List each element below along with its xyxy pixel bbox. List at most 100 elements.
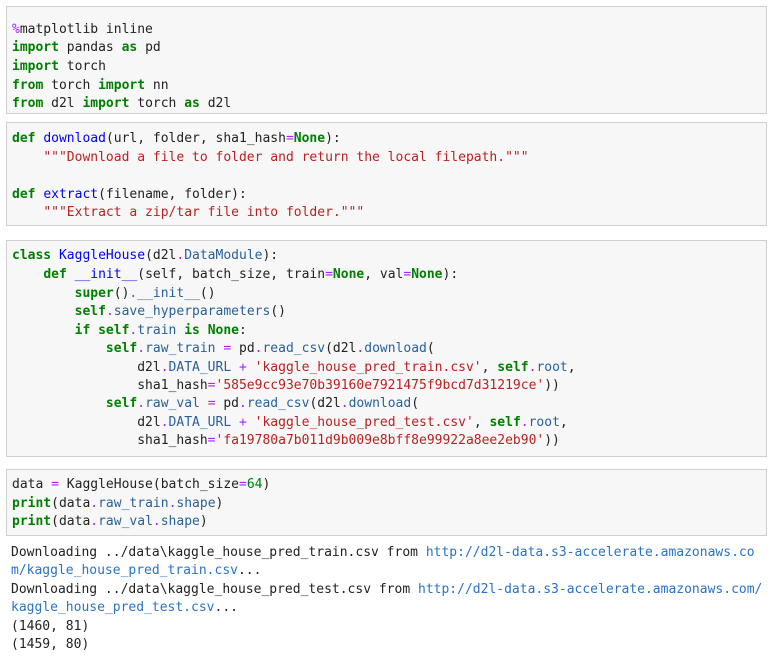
output-token: Downloading ../data\kaggle_house_pred_te… (11, 582, 418, 597)
output-token: (1459, 80) (11, 637, 90, 652)
code-token: . (520, 415, 529, 430)
code-token (12, 267, 43, 282)
code-token: from (12, 96, 44, 111)
code-token: as (184, 96, 200, 111)
code-token: : (239, 323, 247, 338)
url-link[interactable]: m/kaggle_house_pred_train.csv (11, 563, 238, 578)
code-token: is (184, 323, 200, 338)
code-token: pd (137, 40, 161, 55)
code-token: self (74, 304, 106, 319)
code-token: (data (51, 496, 91, 511)
output-line: (1460, 81) (11, 618, 89, 636)
code-token: if (74, 323, 91, 338)
output-token: Downloading ../data\kaggle_house_pred_tr… (11, 545, 426, 560)
code-token: (d2l (325, 341, 357, 356)
code-token: super (74, 286, 114, 301)
output-token: ... (237, 563, 262, 578)
code-token: d2l (12, 360, 161, 375)
code-token: () (270, 304, 286, 319)
code-token: import (82, 96, 130, 111)
code-token: print (12, 496, 52, 511)
code-cell-helpers[interactable]: def download(url, folder, sha1_hash=None… (6, 122, 767, 226)
code-token: () (113, 286, 130, 301)
code-token: . (90, 514, 99, 529)
code-token: read_csv (246, 396, 310, 411)
url-link[interactable]: kaggle_house_pred_test.csv (11, 600, 215, 615)
code-token: self (105, 341, 138, 356)
code-token: , (567, 360, 576, 375)
code-token: save_hyperparameters (113, 304, 271, 319)
code-token: self (497, 360, 529, 375)
code-token: ) (199, 514, 208, 529)
code-token: + (239, 360, 247, 375)
code-token: d2l (12, 415, 161, 430)
output-token: (1460, 81) (11, 619, 90, 634)
code-token: )) (544, 378, 560, 393)
code-token: DataModule (184, 248, 263, 263)
code-token (200, 396, 208, 411)
code-token: class (12, 248, 52, 263)
output-line: Downloading ../data\kaggle_house_pred_te… (11, 581, 762, 599)
code-token: (d2l (145, 248, 177, 263)
code-token: )) (544, 433, 560, 448)
code-token: pandas (58, 40, 122, 55)
code-token: sha1_hash (12, 378, 208, 393)
code-cell-load-data[interactable]: data = KaggleHouse(batch_size=64)print(d… (6, 469, 767, 536)
code-line: sha1_hash='fa19780a7b011d9b009e8bff8e999… (12, 432, 560, 450)
code-line: class KaggleHouse(d2l.DataModule): (12, 247, 278, 265)
code-token: = (51, 477, 59, 492)
code-token: KaggleHouse (58, 248, 146, 263)
code-token: , val (364, 267, 404, 282)
code-token: """Extract a zip/tar file into folder.""… (43, 205, 365, 220)
code-line: self.raw_val = pd.read_csv(d2l.download( (12, 395, 419, 413)
code-token: . (90, 496, 99, 511)
code-token: def (43, 267, 67, 282)
code-token: __init__ (74, 267, 138, 282)
code-line: data = KaggleHouse(batch_size=64) (12, 476, 270, 494)
url-link[interactable]: http://d2l-data.s3-accelerate.amazonaws.… (418, 582, 763, 597)
code-token: KaggleHouse(batch_size (58, 477, 239, 492)
code-token: download (364, 341, 427, 356)
code-token: None (411, 267, 443, 282)
code-token (12, 396, 106, 411)
code-token (231, 415, 239, 430)
code-token: ): (325, 131, 341, 146)
code-token: (data (51, 514, 91, 529)
code-token: , (473, 415, 490, 430)
code-token: def (12, 131, 36, 146)
code-token: = (207, 378, 216, 393)
code-token: . (137, 396, 146, 411)
code-token: root (528, 415, 560, 430)
code-token: . (137, 341, 146, 356)
code-line: d2l.DATA_URL + 'kaggle_house_pred_train.… (12, 359, 576, 377)
code-token: % (12, 22, 20, 37)
code-token: torch (58, 59, 106, 74)
code-token: . (168, 496, 177, 511)
code-line: def __init__(self, batch_size, train=Non… (12, 266, 458, 284)
output-line: Downloading ../data\kaggle_house_pred_tr… (11, 544, 755, 562)
code-line: if self.train is None: (12, 322, 247, 340)
code-token: = (207, 396, 216, 411)
code-token: import (12, 59, 59, 74)
code-token: None (293, 131, 326, 146)
code-token: download (348, 396, 412, 411)
code-token: . (176, 248, 185, 263)
code-token: __init__ (137, 286, 200, 301)
code-token (12, 286, 75, 301)
code-cell-kaggle-class[interactable]: class KaggleHouse(d2l.DataModule): def _… (6, 240, 767, 457)
code-token: . (129, 286, 138, 301)
code-token: . (356, 341, 365, 356)
code-token: ) (262, 477, 271, 492)
code-token: '585e9cc93e70b39160e7921475f9bcd7d31219c… (215, 378, 545, 393)
code-line: d2l.DATA_URL + 'kaggle_house_pred_test.c… (12, 414, 568, 432)
url-link[interactable]: http://d2l-data.s3-accelerate.amazonaws.… (425, 545, 755, 560)
code-token: = (285, 131, 294, 146)
code-token (12, 150, 43, 165)
code-token: DATA_URL (168, 415, 232, 430)
code-token: self (98, 323, 130, 338)
code-token: ( (411, 396, 420, 411)
output-line: m/kaggle_house_pred_train.csv... (11, 562, 261, 580)
code-token: 'fa19780a7b011d9b009e8bff8e99922a8ee2eb9… (215, 433, 545, 448)
code-token: 64 (246, 477, 263, 492)
